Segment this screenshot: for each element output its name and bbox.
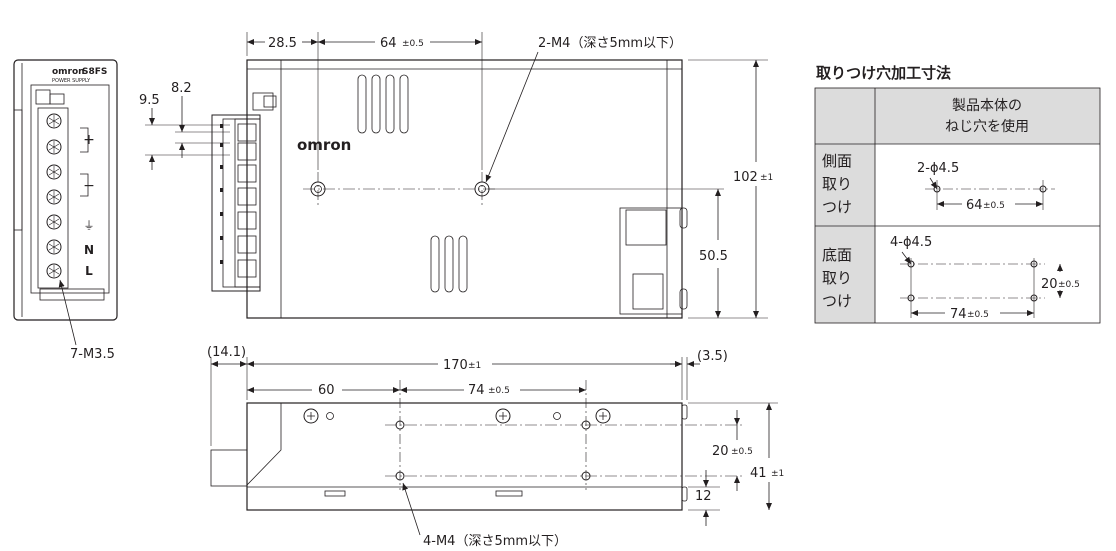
symbol-n: N [84,243,94,257]
dim-9-5: 9.5 [139,93,160,108]
bottom-view [210,380,742,511]
symbol-l: L [85,264,93,278]
row-bottom-label-1: 底面 [822,246,852,264]
dim-64-main: 64 [380,36,397,51]
front-model: S8FS [82,67,107,77]
dim-12: 12 [695,489,712,504]
dim-74-tol: ±0.5 [488,386,510,396]
dim-50-5: 50.5 [699,249,728,264]
side-view-dims: 28.5 64 ±0.5 2-M4（深さ5mm以下） 102 ±1 50.5 [246,32,773,319]
dim-14-1: (14.1) [207,345,246,360]
row-side-pitch-tol: ±0.5 [983,201,1005,211]
side-mount-holes [303,172,497,206]
row-side-pitch-main: 64 [966,198,983,213]
dim-28-5: 28.5 [268,36,297,51]
front-view: omron S8FS POWER SUPPLY + − ⏚ N L [13,59,118,362]
terminal-block [37,107,69,289]
row-bottom-vpitch-tol: ±0.5 [1058,280,1080,290]
terminal-symbols: + − ⏚ N L [83,132,95,278]
row-bottom-hole-label: 4-ϕ4.5 [890,235,932,250]
row-bottom-label-3: つけ [822,292,852,310]
dim-74-main: 74 [468,383,485,398]
side-brand: omron [297,136,351,154]
dim-3-5: (3.5) [697,349,728,364]
dim-20-tol: ±0.5 [731,447,753,457]
row-side-label-1: 側面 [822,152,852,170]
dim-20-main: 20 [712,444,729,459]
table-header-line2: ねじ穴を使用 [945,118,1029,135]
din-clip [619,207,688,315]
side-mount-row: 側面 取り つけ 2-ϕ4.5 64 ±0.5 [822,152,1055,216]
row-bottom-pitch-main: 74 [950,307,967,322]
vent-top [357,74,409,134]
table-title: 取りつけ穴加工寸法 [816,64,951,82]
dim-170-tol: ±1 [468,361,481,371]
terminal-screws [46,113,62,279]
dim-102-tol: ±1 [760,173,773,183]
terminal-pitch-dims: 9.5 8.2 [139,81,230,170]
row-bottom-vpitch-main: 20 [1041,277,1058,292]
table-header-line1: 製品本体の [952,98,1022,114]
dim-8-2: 8.2 [171,81,192,96]
symbol-plus: + [83,132,95,148]
bottom-screws [303,408,611,424]
connector [211,114,261,292]
dim-41-main: 41 [750,466,767,481]
row-side-label-2: 取り [822,175,852,193]
dim-60: 60 [318,383,335,398]
row-bottom-label-2: 取り [822,269,852,287]
bottom-view-dims: (14.1) 170 ±1 (3.5) 60 74 ±0.5 41 ±1 20 … [207,345,784,549]
symbol-minus: − [83,178,95,194]
bottom-mount-holes [385,380,742,490]
dim-41-tol: ±1 [771,469,784,479]
bottom-hole-callout: 4-M4（深さ5mm以下） [423,534,567,549]
side-view: omron [211,59,688,319]
front-brand: omron [52,67,85,77]
dim-170-main: 170 [443,358,468,373]
row-side-label-3: つけ [822,198,852,216]
symbol-ground: ⏚ [84,219,95,232]
row-side-hole-label: 2-ϕ4.5 [917,161,959,176]
front-subtitle: POWER SUPPLY [52,78,91,84]
terminal-screw-label: 7-M3.5 [70,347,115,362]
mounting-hole-table: 取りつけ穴加工寸法 製品本体の ねじ穴を使用 側面 取り つけ 2-ϕ4.5 6… [814,64,1101,324]
dim-102-main: 102 [733,170,758,185]
side-hole-callout: 2-M4（深さ5mm以下） [538,36,682,51]
dim-64-tol: ±0.5 [402,39,424,49]
vent-bottom [430,235,468,293]
bottom-mount-row: 底面 取り つけ 4-ϕ4.5 74 ±0.5 20 ±0.5 [822,235,1080,322]
row-bottom-pitch-tol: ±0.5 [967,310,989,320]
